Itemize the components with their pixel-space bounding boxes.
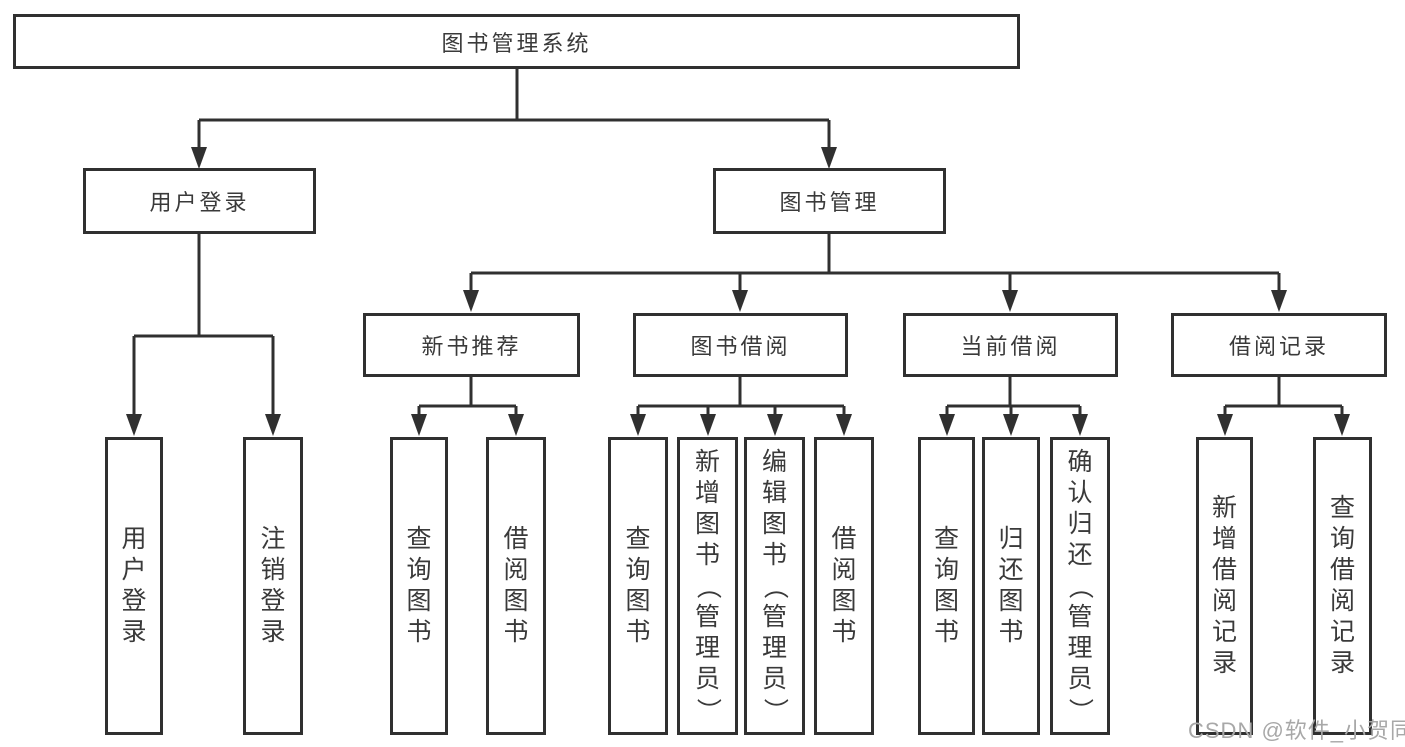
- connector-records-to-leaves: [1223, 376, 1344, 417]
- arrowhead: [767, 414, 783, 436]
- leaf-label: 查询图书: [625, 525, 651, 646]
- arrowhead: [732, 290, 748, 312]
- leaf-label: 查询借阅记录: [1329, 494, 1355, 677]
- leaf-confirm-return-admin: 确认归还（管理员）: [1050, 437, 1110, 735]
- leaf-return-book: 归还图书: [982, 437, 1040, 735]
- leaf-query-books-recommend: 查询图书: [390, 437, 448, 735]
- leaf-borrow-books: 借阅图书: [814, 437, 874, 735]
- leaf-label: 注销登录: [260, 525, 286, 646]
- node-new-book-recommend: 新书推荐: [363, 313, 580, 377]
- leaf-label: 借阅图书: [831, 525, 857, 646]
- leaf-label: 用户登录: [121, 525, 147, 646]
- arrowhead: [1217, 414, 1233, 436]
- node-book-management: 图书管理: [713, 168, 946, 234]
- arrowhead: [126, 414, 142, 436]
- connector-newbook-to-leaves: [417, 376, 518, 417]
- connector-userlogin-to-leaves: [132, 232, 275, 417]
- connector-bookmgmt-to-level3: [469, 232, 1281, 294]
- leaf-user-login: 用户登录: [105, 437, 163, 735]
- leaf-label: 新增借阅记录: [1211, 494, 1237, 677]
- leaf-add-book-admin: 新增图书（管理员）: [677, 437, 738, 735]
- leaf-label: 查询图书: [933, 525, 959, 646]
- csdn-watermark: CSDN @软件_小贺同学: [1188, 718, 1405, 743]
- leaf-borrow-books-recommend: 借阅图书: [486, 437, 546, 735]
- leaf-add-borrow-record: 新增借阅记录: [1196, 437, 1253, 735]
- arrowhead: [508, 414, 524, 436]
- leaf-query-books-borrow: 查询图书: [608, 437, 668, 735]
- arrowhead: [1334, 414, 1350, 436]
- leaf-label: 借阅图书: [503, 525, 529, 646]
- arrowhead: [700, 414, 716, 436]
- arrowhead: [265, 414, 281, 436]
- leaf-logout: 注销登录: [243, 437, 303, 735]
- arrowhead: [191, 147, 207, 169]
- arrowhead: [463, 290, 479, 312]
- leaf-edit-book-admin: 编辑图书（管理员）: [744, 437, 805, 735]
- leaf-query-books-current: 查询图书: [918, 437, 975, 735]
- leaf-label: 归还图书: [998, 525, 1024, 646]
- leaf-label: 查询图书: [406, 525, 432, 646]
- arrowhead: [836, 414, 852, 436]
- node-user-login: 用户登录: [83, 168, 316, 234]
- connector-current-to-leaves: [945, 376, 1082, 417]
- arrowhead: [630, 414, 646, 436]
- node-current-borrow: 当前借阅: [903, 313, 1118, 377]
- arrowhead: [1003, 414, 1019, 436]
- arrowhead: [1072, 414, 1088, 436]
- node-borrow-records: 借阅记录: [1171, 313, 1387, 377]
- node-root: 图书管理系统: [13, 14, 1020, 69]
- leaf-label: 编辑图书（管理员）: [760, 447, 789, 723]
- arrowhead: [939, 414, 955, 436]
- arrowhead: [821, 147, 837, 169]
- node-book-borrow: 图书借阅: [633, 313, 848, 377]
- leaf-label: 新增图书（管理员）: [693, 447, 722, 723]
- leaf-label: 确认归还（管理员）: [1066, 447, 1095, 723]
- arrowhead: [411, 414, 427, 436]
- arrowhead: [1271, 290, 1287, 312]
- connector-borrow-to-leaves: [636, 376, 846, 417]
- leaf-query-borrow-record: 查询借阅记录: [1313, 437, 1372, 735]
- arrowhead: [1002, 290, 1018, 312]
- connector-root-to-level2: [197, 67, 831, 150]
